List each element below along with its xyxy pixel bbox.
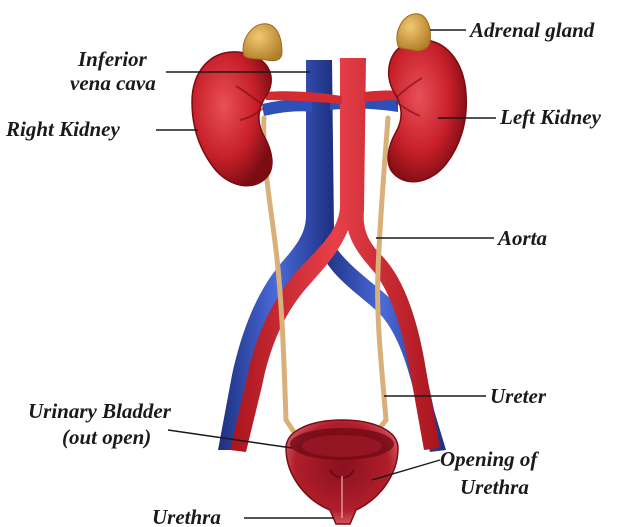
label-left-kidney: Left Kidney bbox=[499, 105, 602, 129]
label-opening-of-urethra-line1: Opening of bbox=[440, 447, 539, 471]
label-adrenal-gland: Adrenal gland bbox=[468, 18, 595, 42]
label-right-kidney: Right Kidney bbox=[5, 117, 120, 141]
urinary-bladder bbox=[286, 420, 398, 524]
label-opening-of-urethra-line2: Urethra bbox=[460, 475, 529, 499]
label-aorta: Aorta bbox=[496, 226, 547, 250]
label-urethra: Urethra bbox=[152, 505, 221, 527]
right-adrenal-gland bbox=[243, 24, 282, 61]
label-ureter: Ureter bbox=[490, 384, 547, 408]
left-adrenal-gland bbox=[397, 14, 430, 51]
label-urinary-bladder-line2: (out open) bbox=[62, 425, 151, 449]
label-inferior-vena-cava-line2: vena cava bbox=[70, 71, 156, 95]
label-inferior-vena-cava-line1: Inferior bbox=[77, 47, 148, 71]
left-kidney bbox=[388, 40, 466, 182]
label-urinary-bladder-line1: Urinary Bladder bbox=[28, 399, 172, 423]
